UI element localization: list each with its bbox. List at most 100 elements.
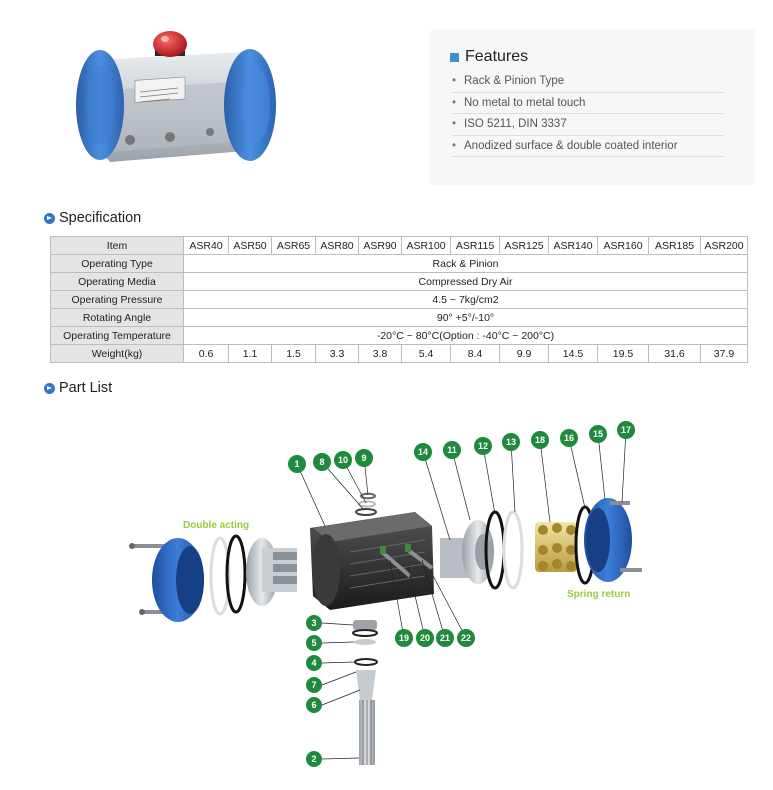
part-callout-18: 18 [531, 431, 549, 449]
callout-number: 22 [461, 633, 471, 643]
list-item: • ISO 5211, DIN 3337 [452, 114, 724, 136]
callout-number: 5 [311, 638, 316, 648]
weight-cell: 14.5 [548, 344, 598, 363]
callout-number: 18 [535, 435, 545, 445]
callout-number: 9 [361, 453, 366, 463]
row-label: Weight(kg) [50, 344, 184, 363]
callout-number: 21 [440, 633, 450, 643]
part-callout-2: 2 [306, 751, 322, 767]
weight-cell: 1.5 [271, 344, 316, 363]
bullet-icon: • [452, 118, 457, 130]
pinion-shaft-assembly [352, 620, 378, 765]
part-callout-6: 6 [306, 697, 322, 713]
list-item: • Rack & Pinion Type [452, 71, 724, 93]
feature-text: ISO 5211, DIN 3337 [464, 118, 567, 130]
part-callout-3: 3 [306, 615, 322, 631]
row-label: Rotating Angle [50, 308, 184, 327]
row-value: 90° +5°/-10° [183, 308, 748, 327]
header-cell: ASR115 [450, 236, 500, 255]
header-cell: Item [50, 236, 184, 255]
callout-number: 16 [564, 433, 574, 443]
part-callout-19: 19 [395, 629, 413, 647]
header-cell: ASR125 [499, 236, 549, 255]
weight-cell: 31.6 [648, 344, 701, 363]
row-label: Operating Media [50, 272, 184, 291]
table-row: Rotating Angle 90° +5°/-10° [50, 308, 748, 327]
row-value: Compressed Dry Air [183, 272, 748, 291]
header-cell: ASR185 [648, 236, 701, 255]
feature-text: Anodized surface & double coated interio… [464, 139, 678, 152]
callout-number: 11 [447, 445, 457, 455]
shaft-leader-lines [321, 622, 361, 760]
list-item: •Anodized surface & double coated interi… [452, 136, 724, 157]
part-callout-21: 21 [436, 629, 454, 647]
callout-number: 4 [311, 658, 316, 668]
actuator-body [310, 512, 434, 610]
exploded-parts-diagram: Double acting Spring return [30, 400, 755, 785]
leader-lines [296, 429, 627, 639]
weight-cell: 37.9 [700, 344, 748, 363]
header-cell: ASR90 [358, 236, 402, 255]
part-list-title: Part List [59, 380, 113, 396]
part-callout-16: 16 [560, 429, 578, 447]
table-row: Operating Media Compressed Dry Air [50, 272, 748, 291]
weight-cell: 9.9 [499, 344, 549, 363]
part-callout-10: 10 [334, 451, 352, 469]
part-callout-11: 11 [443, 441, 461, 459]
weight-cell: 0.6 [183, 344, 229, 363]
adjust-screws [380, 544, 434, 578]
header-cell: ASR65 [271, 236, 316, 255]
header-cell: ASR80 [315, 236, 359, 255]
weight-cell: 5.4 [401, 344, 451, 363]
weight-cell: 1.1 [228, 344, 272, 363]
weight-cell: 19.5 [597, 344, 649, 363]
features-list: • Rack & Pinion Type •No metal to metal t… [452, 71, 724, 157]
table-row-weight: Weight(kg) 0.6 1.1 1.5 3.3 3.8 5.4 8.4 9… [50, 344, 748, 363]
row-label: Operating Temperature [50, 326, 184, 345]
row-value: 4.5 ~ 7kg/cm2 [183, 290, 748, 309]
header-cell: ASR200 [700, 236, 748, 255]
arrow-circle-icon [44, 212, 55, 224]
callout-number: 13 [506, 437, 516, 447]
callout-number: 19 [399, 633, 409, 643]
row-label: Operating Pressure [50, 290, 184, 309]
table-row: Operating Temperature -20°C ~ 80°C(Optio… [50, 326, 748, 345]
weight-cell: 3.3 [315, 344, 359, 363]
specification-table: Item ASR40 ASR50 ASR65 ASR80 ASR90 ASR10… [50, 236, 748, 363]
callout-number: 7 [311, 680, 316, 690]
weight-cell: 3.8 [358, 344, 402, 363]
part-callout-17: 17 [617, 421, 635, 439]
square-bullet-icon [450, 52, 459, 62]
callout-number: 20 [420, 633, 430, 643]
specification-heading: Specification [44, 210, 141, 226]
bullet-icon: • [452, 96, 457, 109]
left-piston [246, 538, 297, 606]
feature-text: Rack & Pinion Type [464, 75, 565, 87]
part-callout-20: 20 [416, 629, 434, 647]
features-panel: Features • Rack & Pinion Type •No metal t… [430, 30, 755, 185]
double-acting-label: Double acting [183, 520, 249, 531]
callout-number: 15 [593, 429, 603, 439]
row-value: -20°C ~ 80°C(Option : -40°C ~ 200°C) [183, 326, 748, 345]
bullet-icon: • [452, 75, 457, 87]
product-image [70, 30, 280, 190]
part-callout-14: 14 [414, 443, 432, 461]
table-row: Operating Pressure 4.5 ~ 7kg/cm2 [50, 290, 748, 309]
part-callout-1: 1 [288, 455, 306, 473]
spring-cartridges [535, 522, 577, 572]
list-item: •No metal to metal touch [452, 93, 724, 114]
callout-number: 1 [294, 459, 299, 469]
callout-number: 2 [311, 754, 316, 764]
part-list-heading: Part List [44, 380, 112, 396]
features-header: Features [450, 48, 528, 66]
part-callout-15: 15 [589, 425, 607, 443]
part-callout-22: 22 [457, 629, 475, 647]
weight-cell: 8.4 [450, 344, 500, 363]
header-cell: ASR50 [228, 236, 272, 255]
specification-title: Specification [59, 210, 142, 226]
callout-number: 12 [478, 441, 488, 451]
features-title: Features [465, 48, 529, 65]
table-header-row: Item ASR40 ASR50 ASR65 ASR80 ASR90 ASR10… [50, 236, 748, 255]
part-callout-7: 7 [306, 677, 322, 693]
callout-number: 17 [621, 425, 631, 435]
